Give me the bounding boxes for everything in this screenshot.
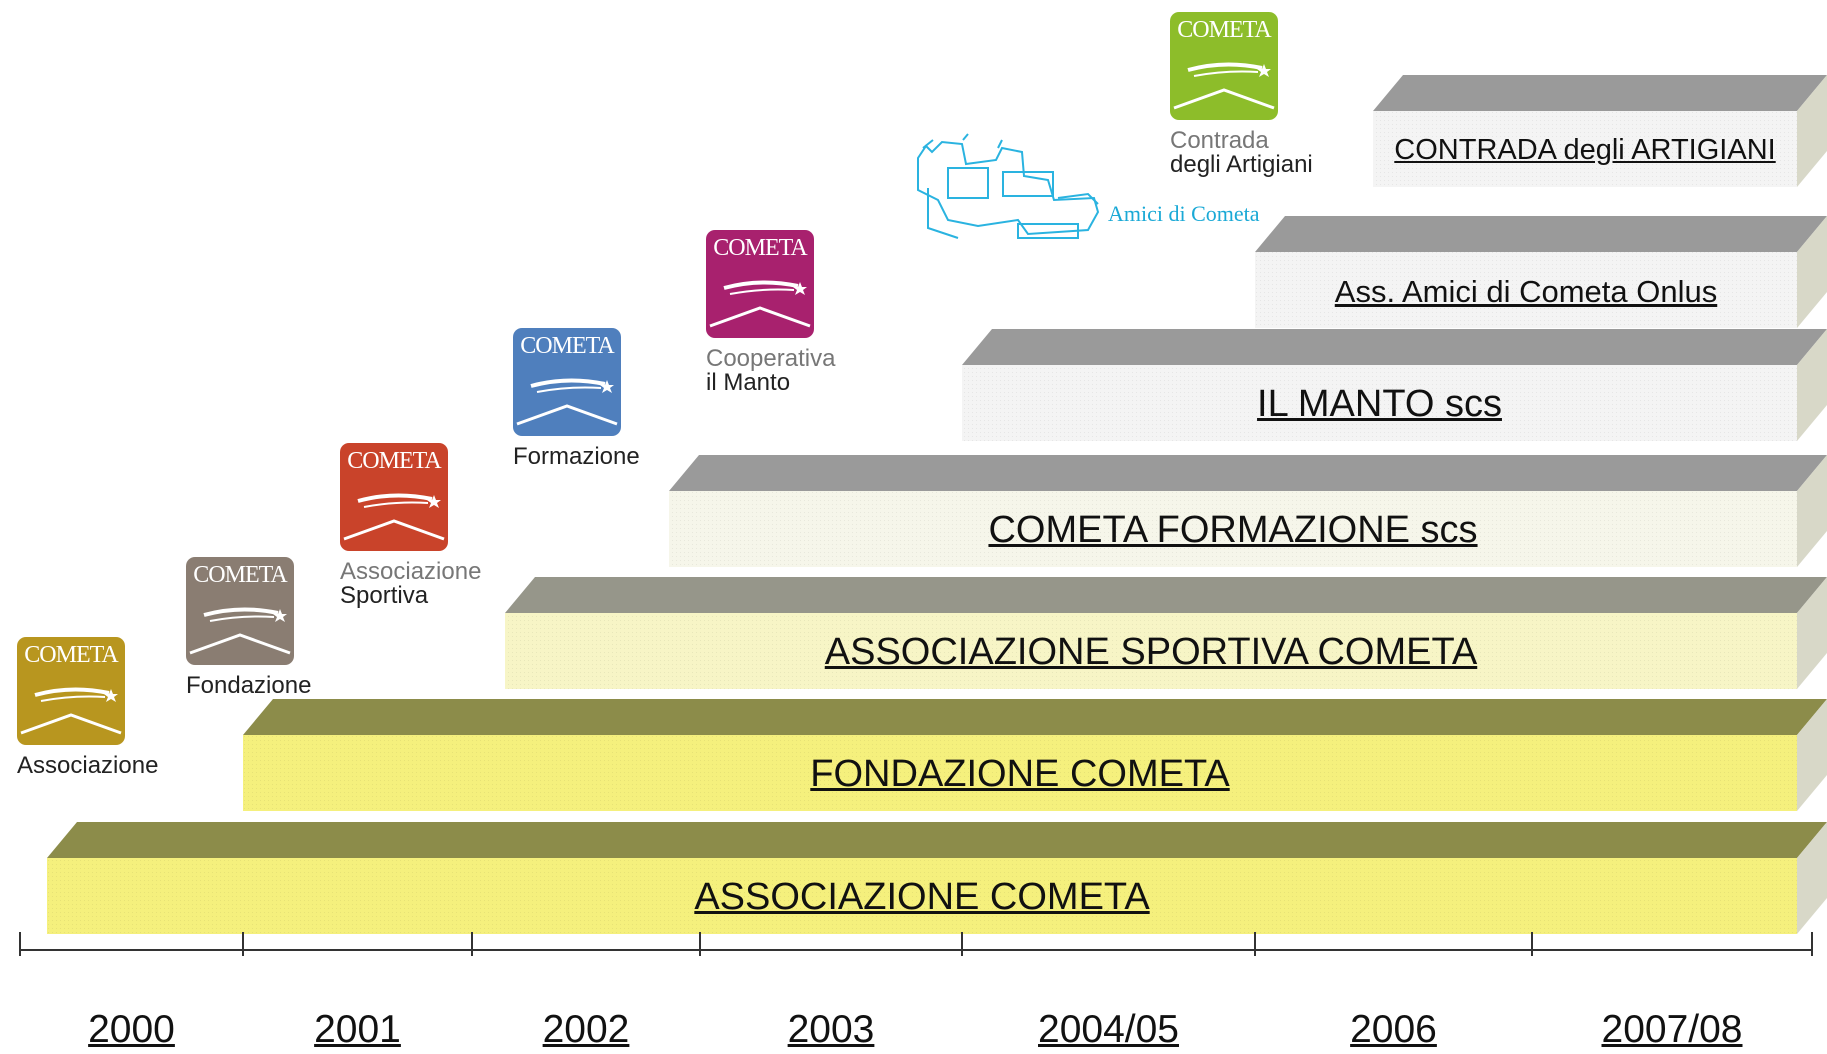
comet-star-icon <box>516 378 618 426</box>
bar-side-face <box>1797 216 1827 328</box>
bar-top-face <box>962 329 1827 365</box>
year-label: 2002 <box>542 1008 630 1051</box>
bar-label-2: ASSOCIAZIONE SPORTIVA COMETA <box>824 631 1478 674</box>
comet-star-icon <box>20 687 122 735</box>
bar-top-face <box>1373 75 1827 111</box>
logo-mark-icon: COMETA <box>513 328 621 436</box>
logo-mark-icon: COMETA <box>340 443 448 551</box>
bar-texture <box>1373 111 1797 187</box>
logo-word: COMETA <box>193 562 287 588</box>
year-label: 2000 <box>88 1008 175 1051</box>
year-label: 2003 <box>787 1008 875 1051</box>
logo-caption: il Manto <box>706 369 791 396</box>
logo-word: COMETA <box>347 448 441 474</box>
bar-label-3: COMETA FORMAZIONE scs <box>988 509 1478 552</box>
bar-1 <box>243 699 1827 811</box>
logo-mark-icon: COMETA <box>186 557 294 665</box>
bar-4 <box>962 329 1827 441</box>
logo-word: COMETA <box>24 642 118 668</box>
logo-caption: degli Artigiani <box>1170 151 1313 178</box>
comet-star-icon <box>343 493 445 541</box>
amici-di-cometa-logo-drawing <box>917 133 1100 239</box>
logo-caption: Associazione <box>17 752 159 779</box>
bar-6 <box>1373 75 1827 187</box>
bar-side-face <box>1797 699 1827 811</box>
bars-layer <box>47 75 1827 934</box>
timeline-axis <box>19 932 1813 956</box>
bar-side-face <box>1797 577 1827 689</box>
bar-side-face <box>1797 329 1827 441</box>
logo-word: COMETA <box>1177 17 1271 43</box>
bar-top-face <box>505 577 1827 613</box>
logo-caption: Sportiva <box>340 582 429 609</box>
bar-5 <box>1255 216 1827 328</box>
year-label: 2006 <box>1350 1008 1437 1051</box>
logo-caption: Fondazione <box>186 672 312 699</box>
amici-di-cometa-logo-text: Amici di Cometa <box>1108 201 1260 226</box>
bar-label-6: CONTRADA degli ARTIGIANI <box>1394 134 1776 167</box>
bar-label-5: Ass. Amici di Cometa Onlus <box>1334 274 1718 310</box>
bar-label-1: FONDAZIONE COMETA <box>810 753 1230 796</box>
logo-mark-icon: COMETA <box>17 637 125 745</box>
bar-texture <box>505 613 1797 689</box>
bar-texture <box>669 491 1797 567</box>
comet-star-icon <box>189 607 291 655</box>
bar-2 <box>505 577 1827 689</box>
logo-caption: Formazione <box>513 443 640 470</box>
bar-top-face <box>1255 216 1827 252</box>
bar-top-face <box>243 699 1827 735</box>
bar-side-face <box>1797 822 1827 934</box>
year-label: 2007/08 <box>1601 1008 1743 1051</box>
comet-star-icon <box>1173 62 1275 110</box>
bar-side-face <box>1797 75 1827 187</box>
bar-texture <box>47 858 1797 934</box>
bar-label-4: IL MANTO scs <box>1257 383 1502 426</box>
logo-word: COMETA <box>520 333 614 359</box>
logo-word: COMETA <box>713 235 807 261</box>
year-label: 2001 <box>314 1008 401 1051</box>
logo-caption: Cooperativa <box>706 345 836 372</box>
bar-side-face <box>1797 455 1827 567</box>
bar-texture <box>243 735 1797 811</box>
bar-0 <box>47 822 1827 934</box>
bar-texture <box>1255 252 1797 328</box>
logo-mark-icon: COMETA <box>1170 12 1278 120</box>
bar-top-face <box>47 822 1827 858</box>
bar-top-face <box>669 455 1827 491</box>
comet-star-icon <box>709 280 811 328</box>
bar-label-0: ASSOCIAZIONE COMETA <box>694 876 1150 919</box>
bar-texture <box>962 365 1797 441</box>
logo-caption: Contrada <box>1170 127 1269 154</box>
logo-mark-icon: COMETA <box>706 230 814 338</box>
bar-3 <box>669 455 1827 567</box>
logo-caption: Associazione <box>340 558 482 585</box>
year-label: 2004/05 <box>1038 1008 1179 1051</box>
